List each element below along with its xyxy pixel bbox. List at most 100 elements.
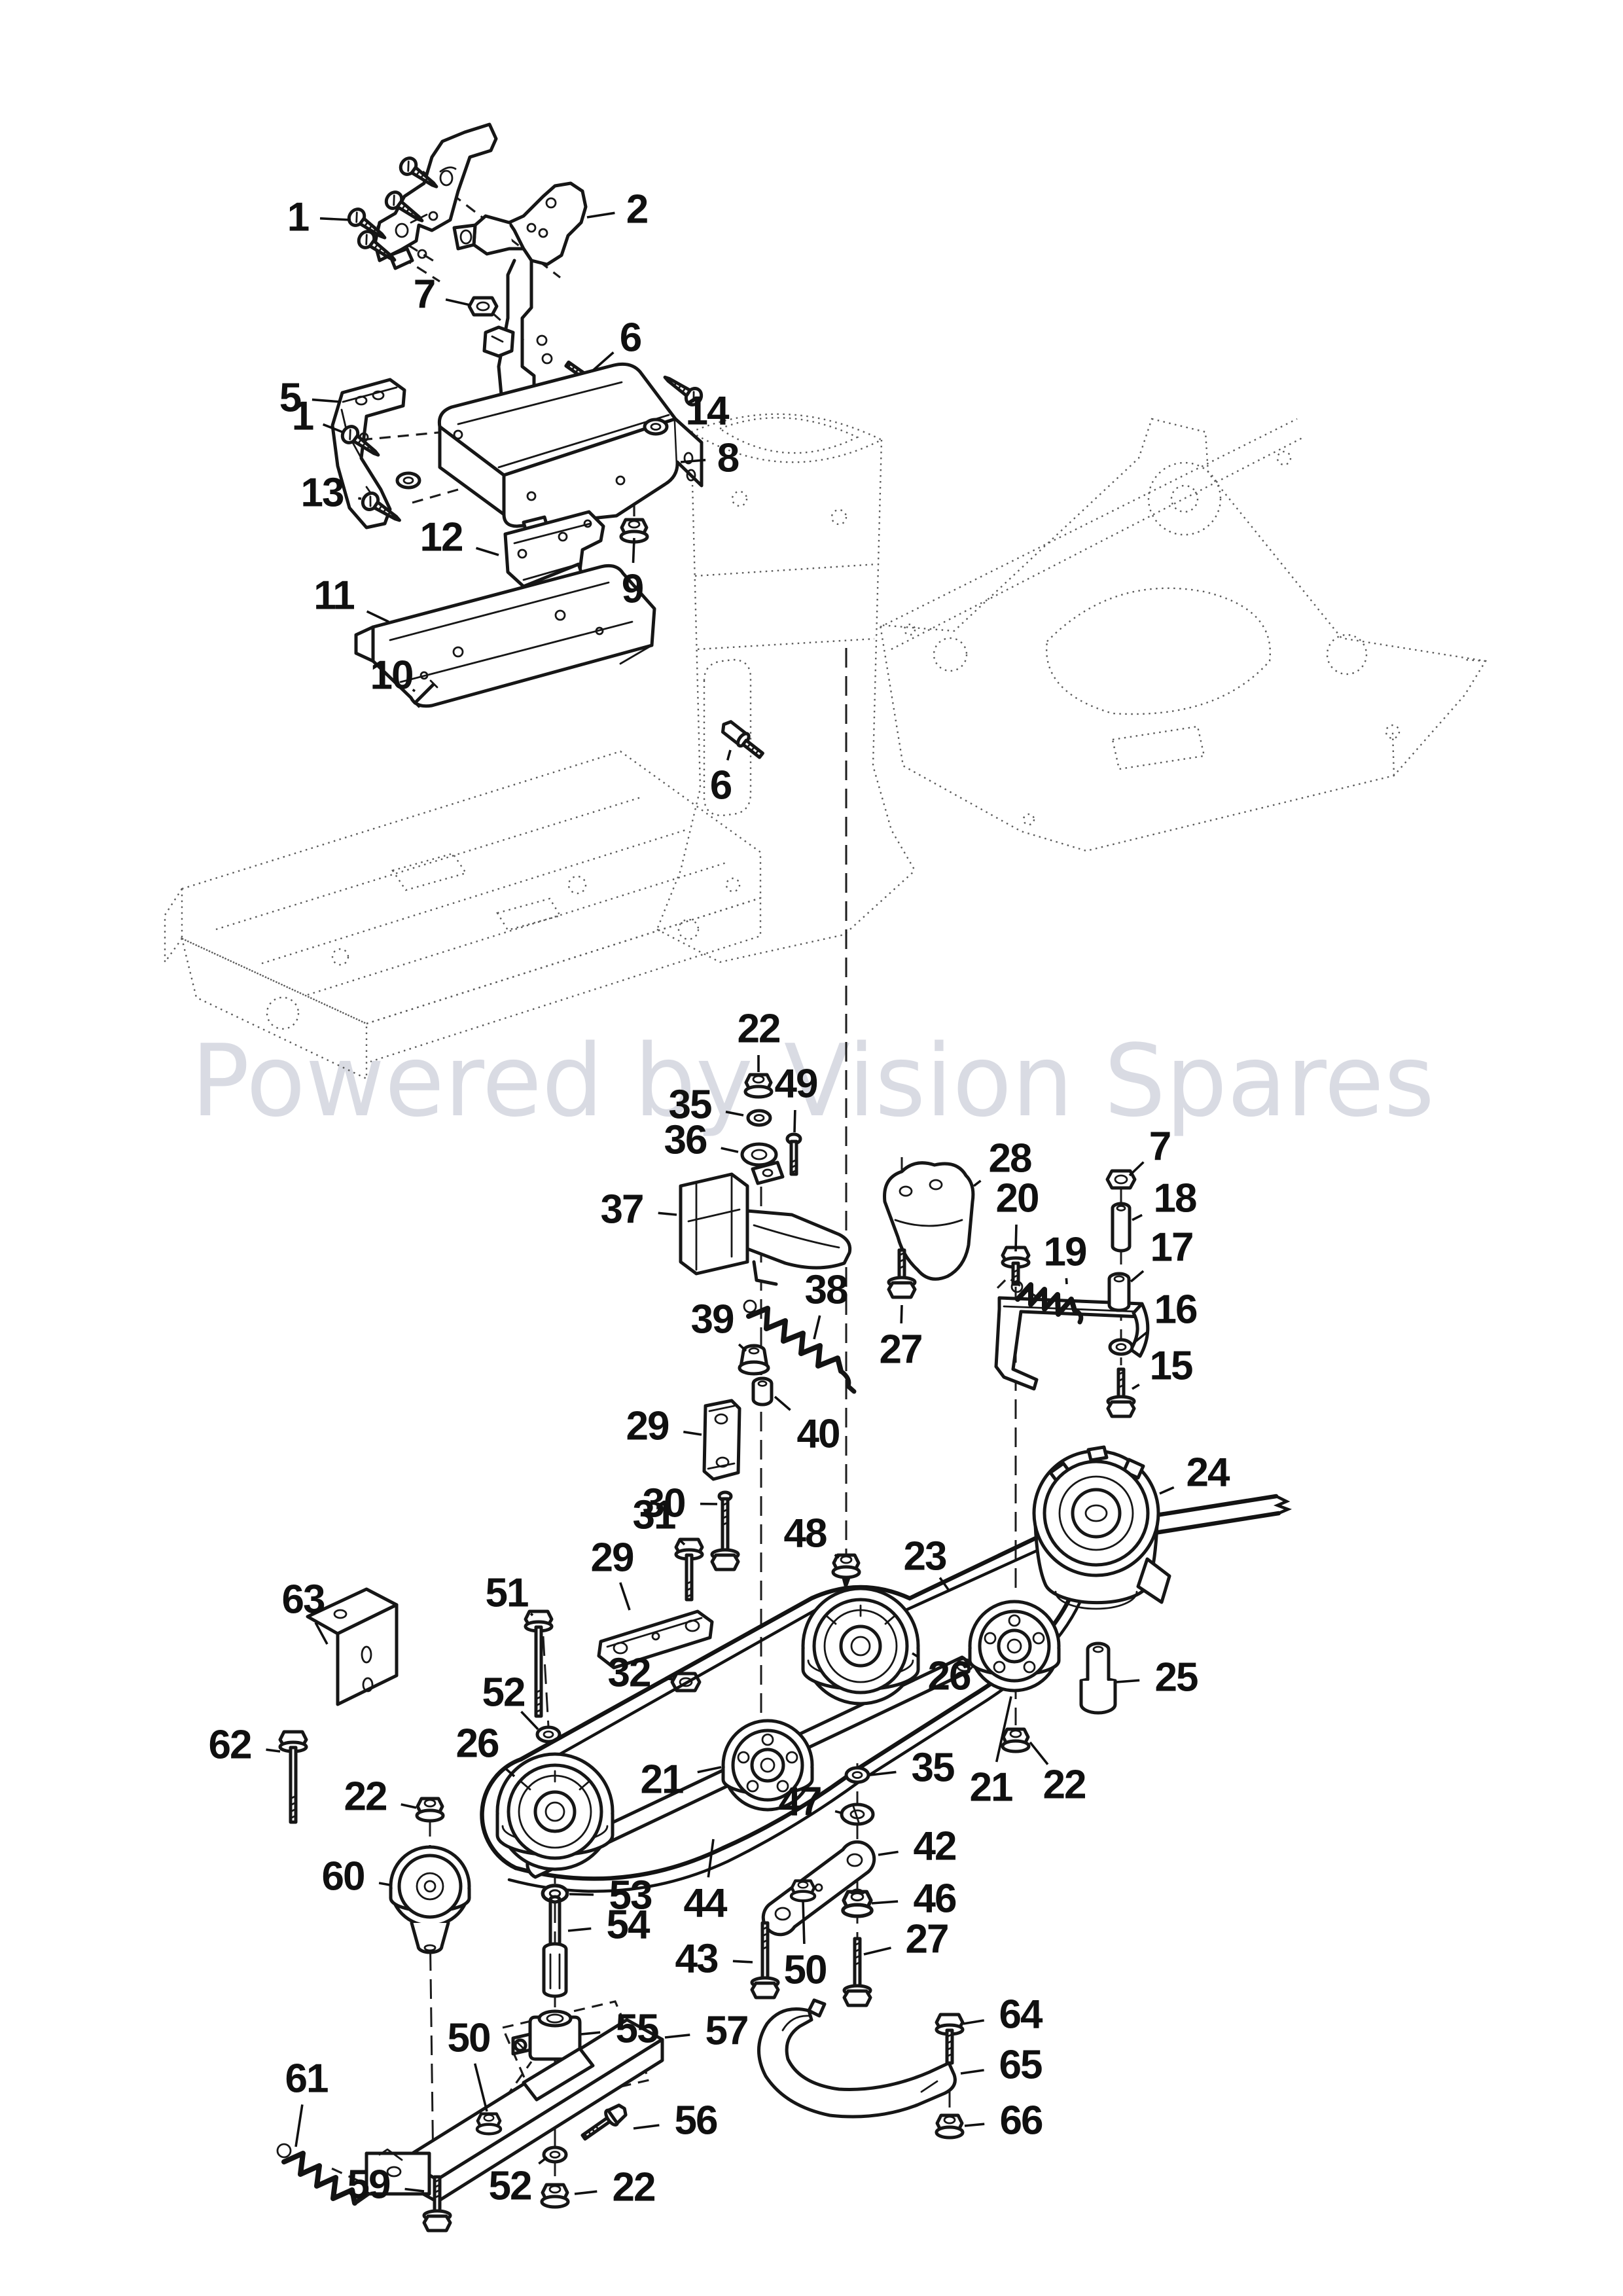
callout-12: 12 [420,515,499,560]
callout-label: 7 [1149,1124,1170,1170]
callout-label: 23 [904,1534,946,1579]
callout-leader [1130,1270,1145,1283]
callout-22: 22 [344,1774,417,1820]
callout-38: 38 [805,1268,849,1340]
callout-leader [697,1766,722,1774]
callout-62: 62 [209,1723,281,1768]
callout-label: 29 [591,1535,633,1581]
callout-leader [863,1946,891,1956]
part-clutch-24 [1032,1445,1171,1610]
callout-35: 35 [669,1083,744,1128]
nut-46 [843,1888,872,1916]
callout-label: 25 [1155,1655,1198,1700]
callout-label: 47 [779,1780,821,1825]
callout-label: 6 [620,315,641,361]
washer-36 [742,1144,776,1165]
callout-label: 18 [1154,1176,1196,1221]
callout-label: 16 [1154,1287,1197,1333]
part-plate-29-vertical [702,1399,741,1481]
callout-label: 56 [675,2098,717,2144]
callout-27: 27 [880,1304,923,1372]
watermark-text: Powered by Vision Spares [191,1023,1435,1139]
callout-26: 26 [912,1652,972,1699]
chassis-rear-frame [879,418,1487,852]
callout-40: 40 [774,1395,840,1457]
callout-leader [520,1710,539,1731]
callout-50: 50 [784,1900,827,1993]
part-plate-11 [354,564,656,708]
callout-56: 56 [633,2098,719,2144]
callout-39: 39 [691,1297,747,1352]
callout-35: 35 [870,1746,955,1791]
callout-19: 19 [1044,1230,1088,1285]
callout-leader [683,1430,702,1436]
callout-leader [633,2124,660,2130]
callout-leader [322,423,343,433]
callout-label: 42 [914,1824,956,1869]
callout-leader [586,211,615,219]
callout-49: 49 [775,1062,819,1133]
callout-label: 50 [784,1948,827,1993]
callout-label: 11 [313,573,354,619]
callout-leader [378,1882,391,1886]
nut-22-top [745,1075,772,1097]
callout-label: 65 [999,2043,1042,2088]
part-sleeve-17 [1107,1272,1131,1312]
callout-13: 13 [301,471,362,516]
washer-13 [397,473,419,488]
nut-48 [833,1555,859,1577]
callout-label: 29 [626,1404,669,1449]
callout-leader [529,1613,534,1617]
callout-leader [1029,1741,1049,1765]
callout-label: 27 [880,1327,922,1372]
nut-22-bottom [542,2185,568,2207]
callout-label: 22 [738,1007,780,1052]
callout-leader [1132,1384,1140,1390]
bolt-56 [580,2104,628,2141]
bolt-62 [280,1732,306,1824]
part-bushing-39 [738,1344,770,1376]
callout-leader [738,1343,747,1352]
callout-label: 6 [710,763,732,808]
callout-leader [503,1767,516,1778]
callout-label: 20 [996,1176,1039,1221]
callout-label: 35 [669,1083,711,1128]
callout-22: 22 [574,2165,656,2210]
bolt-27-lower [844,1937,870,2005]
callout-48: 48 [784,1511,840,1559]
callout-leader [358,497,362,500]
callout-leader [580,2031,601,2036]
part-shaft-54 [542,1895,568,1998]
callout-leader [475,547,499,556]
callout-9: 9 [622,537,645,612]
callout-label: 7 [414,272,435,317]
chassis-left-deck [164,750,762,1080]
callout-16: 16 [1132,1287,1198,1344]
callout-label: 60 [322,1854,365,1899]
callout-label: 39 [691,1297,734,1342]
part-bracket-37 [679,1160,852,1286]
callout-30: 30 [643,1481,718,1526]
bolt-6-tower [721,720,764,759]
callout-label: 44 [684,1881,728,1926]
callout-63: 63 [282,1577,329,1645]
callout-leader [813,1315,821,1340]
callout-label: 52 [489,2164,531,2209]
callout-leader [538,2156,548,2165]
callout-label: 22 [344,1774,387,1820]
callout-label: 59 [348,2162,390,2208]
callout-leader [1128,1161,1145,1177]
bolt-27-upper [889,1248,915,1297]
callout-label: 21 [970,1765,1012,1810]
callout-leader [774,1395,791,1411]
callout-29: 29 [626,1404,702,1449]
spring-61 [276,2143,370,2206]
part-spacer-25 [1079,1641,1117,1715]
callout-label: 57 [705,2009,748,2054]
callout-leader [632,537,635,564]
callout-65: 65 [960,2043,1043,2088]
callout-leader [445,298,471,306]
pulley-60 [389,1845,471,1954]
callout-53: 53 [569,1873,653,1918]
